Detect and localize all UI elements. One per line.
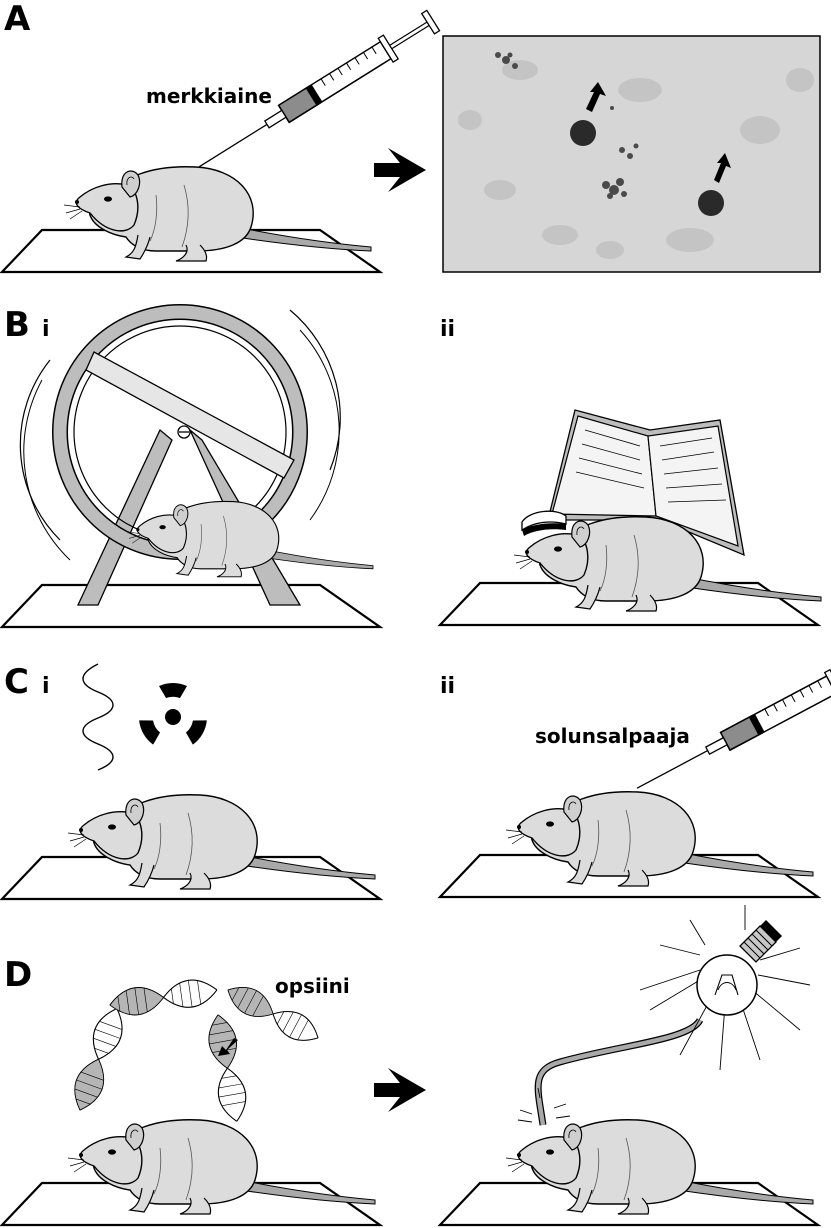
arrow-right-icon	[374, 1068, 426, 1112]
dna-helix-icon	[66, 976, 325, 1125]
light-bulb-icon	[639, 905, 811, 1071]
panel-c-letter: C	[4, 662, 29, 702]
arrow-right-icon	[374, 148, 426, 192]
panel-a: A merkkiaine	[0, 0, 821, 274]
book-icon	[438, 409, 822, 627]
panel-b-sub-ii: ii	[440, 317, 455, 342]
panel-b-letter: B	[4, 305, 30, 345]
marker-label: merkkiaine	[146, 84, 272, 108]
panel-b-sub-i: i	[42, 317, 50, 342]
panel-c-sub-ii: ii	[440, 674, 455, 699]
cytostatic-label: solunsalpaaja	[535, 724, 690, 748]
insert-arrow	[218, 1038, 238, 1056]
hamster-wheel-icon	[0, 304, 382, 629]
panel-b: B i ii	[0, 304, 822, 629]
panel-d: D opsiini	[0, 905, 820, 1227]
micrograph	[442, 35, 821, 273]
panel-a-letter: A	[4, 0, 31, 39]
opsin-label: opsiini	[275, 974, 350, 998]
panel-c: C i ii solunsalpaaja	[0, 645, 831, 901]
wave-icon	[82, 663, 114, 771]
radiation-icon	[139, 682, 207, 745]
pointer-arrow-1	[586, 82, 606, 112]
pointer-arrow-2	[714, 153, 731, 183]
panel-c-sub-i: i	[42, 674, 50, 699]
panel-d-letter: D	[4, 955, 32, 995]
